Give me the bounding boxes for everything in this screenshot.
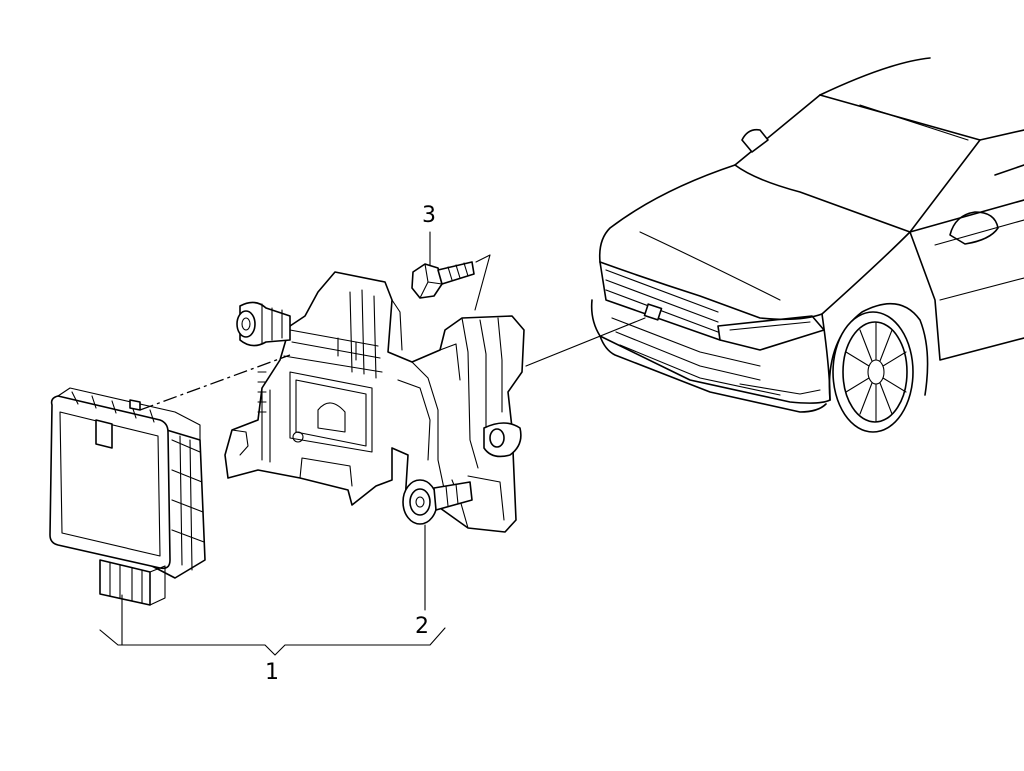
bracket [224,271,525,533]
leader-lines [99,231,646,656]
callout-3: 3 [422,203,436,228]
callout-2: 2 [415,614,429,639]
control-unit [49,387,206,606]
callout-1: 1 [265,660,279,685]
bolt [411,261,475,299]
screw-washer [402,479,473,525]
vehicle-front [590,57,1024,433]
